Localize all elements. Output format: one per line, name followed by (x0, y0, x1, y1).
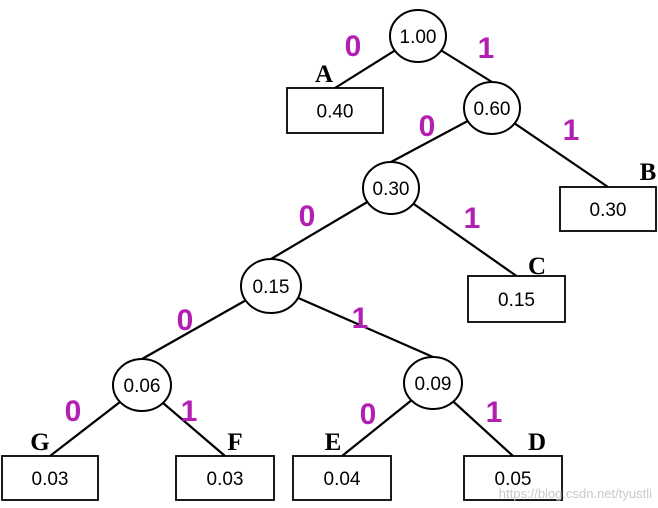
bit-label-n015-n009: 1 (352, 302, 369, 335)
leaf-B: 0.30 B (559, 159, 657, 232)
leaf-C: 0.15 C (467, 253, 566, 323)
tree-node-n100: 1.00 (389, 9, 447, 63)
bit-label-n030-C: 1 (464, 202, 481, 235)
bit-label-n015-n006: 0 (177, 304, 194, 337)
node-circle (362, 161, 420, 215)
leaf-symbol-name: C (528, 253, 546, 280)
leaf-box (286, 87, 384, 134)
leaf-probability: 0.05 (495, 469, 532, 490)
leaf-symbol-name: D (528, 429, 546, 456)
leaf-box (467, 275, 566, 323)
tree-node-n015: 0.15 (240, 258, 302, 314)
bit-label-n006-G: 0 (65, 395, 82, 428)
bit-label-n100-A: 0 (345, 30, 362, 63)
node-circle (389, 9, 447, 63)
watermark-text: https://blog.csdn.net/tyustli (499, 486, 652, 501)
leaf-symbol-name: F (227, 429, 242, 456)
leaf-G: 0.03 G (1, 429, 99, 501)
leaf-box (463, 455, 563, 501)
leaf-symbol-name: B (640, 159, 657, 186)
leaf-F: 0.03 F (175, 429, 275, 501)
bit-label-n100-n060: 1 (478, 32, 495, 65)
leaf-probability: 0.40 (317, 102, 354, 123)
leaf-probability: 0.03 (32, 469, 69, 490)
leaf-symbol-name: A (315, 61, 333, 88)
node-probability: 0.06 (124, 376, 161, 397)
tree-node-n009: 0.09 (403, 356, 463, 410)
bit-label-n060-n030: 0 (419, 110, 436, 143)
node-probability: 0.15 (253, 277, 290, 298)
leaf-box (1, 455, 99, 501)
leaf-D: 0.05 D (463, 429, 563, 501)
node-circle (403, 356, 463, 410)
leaf-probability: 0.15 (498, 290, 535, 311)
leaf-symbol-name: E (325, 429, 342, 456)
leaf-probability: 0.03 (207, 469, 244, 490)
node-probability: 0.09 (415, 374, 452, 395)
leaf-box (175, 455, 275, 501)
bit-label-n060-B: 1 (563, 114, 580, 147)
node-probability: 0.30 (373, 179, 410, 200)
leaf-E: 0.04 E (292, 429, 392, 501)
bit-label-n009-D: 1 (486, 396, 503, 429)
labels-layer: 0 1 0 1 0 1 0 1 0 1 0 1 (65, 30, 580, 431)
tree-node-n006: 0.06 (112, 358, 172, 412)
leaf-box (292, 455, 392, 501)
tree-node-n060: 0.60 (463, 81, 521, 135)
node-probability: 0.60 (474, 99, 511, 120)
node-probability: 1.00 (400, 27, 437, 48)
node-circle (463, 81, 521, 135)
bit-label-n006-F: 1 (181, 395, 198, 428)
leaf-symbol-name: G (30, 429, 49, 456)
node-circle (112, 358, 172, 412)
tree-node-n030: 0.30 (362, 161, 420, 215)
bit-label-n009-E: 0 (360, 398, 377, 431)
node-circle (240, 258, 302, 314)
leaf-probability: 0.30 (590, 200, 627, 221)
leaf-box (559, 186, 657, 232)
leaf-probability: 0.04 (324, 469, 361, 490)
bit-label-n030-n015: 0 (299, 200, 316, 233)
leaf-A: 0.40 A (286, 61, 384, 134)
